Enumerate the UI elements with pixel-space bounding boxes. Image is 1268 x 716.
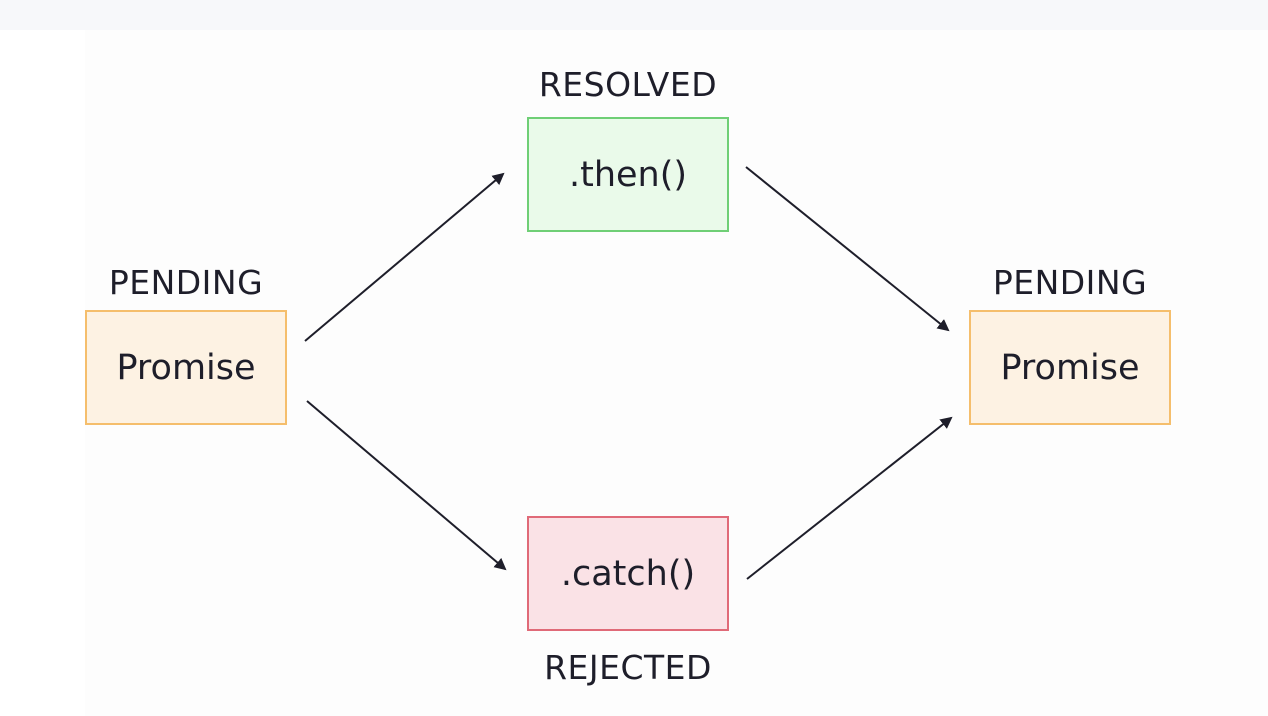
right-state-label: PENDING (992, 263, 1148, 302)
left-promise-text: Promise (116, 347, 256, 388)
catch-text: .catch() (560, 553, 696, 594)
top-band (0, 0, 1268, 30)
rejected-state-label: REJECTED (544, 648, 712, 687)
right-promise-text: Promise (1000, 347, 1140, 388)
catch-box: .catch() (527, 516, 729, 631)
resolved-state-label: RESOLVED (538, 65, 718, 104)
right-promise-box: Promise (969, 310, 1171, 425)
left-state-label: PENDING (108, 263, 264, 302)
left-promise-box: Promise (85, 310, 287, 425)
then-box: .then() (527, 117, 729, 232)
then-text: .then() (568, 154, 688, 195)
